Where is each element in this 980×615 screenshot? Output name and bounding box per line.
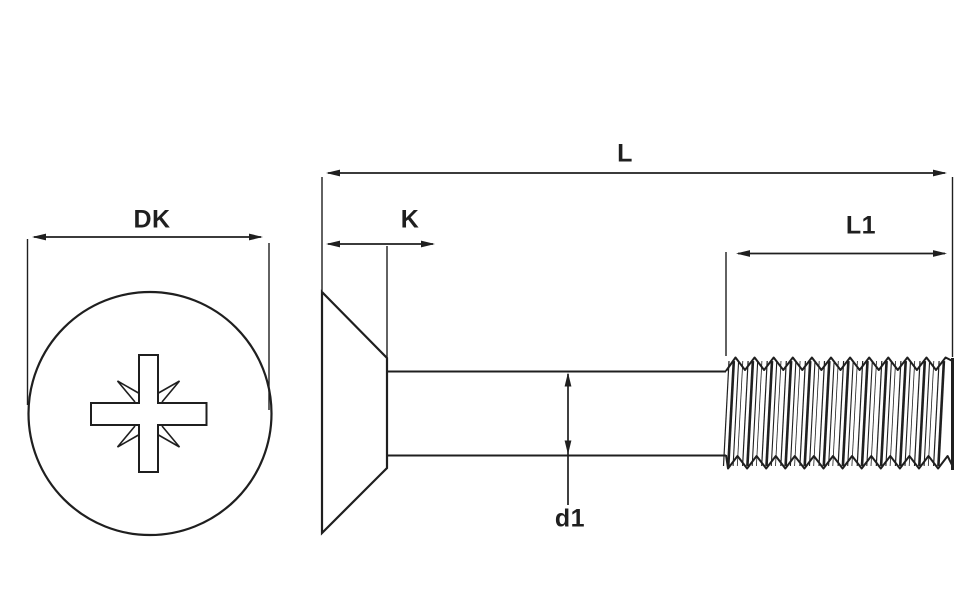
thread-flank-line [808, 360, 816, 467]
thread-flank-line [841, 360, 850, 467]
pozidriv-notch-upper-right [158, 380, 181, 403]
label-head-height-k: K [400, 205, 420, 234]
extension-lines [26, 177, 954, 410]
arrowhead-right [933, 250, 947, 257]
dimension-k [326, 240, 435, 248]
thread-flank-line [894, 360, 902, 467]
label-shank-diameter-d1: d1 [554, 504, 586, 533]
thread-flank-line [828, 360, 835, 467]
thread-flank-line [933, 360, 940, 467]
thread-flank-line [732, 360, 740, 467]
arrowhead-right [249, 233, 263, 241]
thread-flank-line [837, 360, 845, 467]
thread-flank-line [879, 360, 888, 467]
dimension-l [326, 169, 947, 177]
arrowhead-left [736, 250, 750, 257]
thread-flank-line [904, 360, 912, 467]
thread-flank-line [756, 360, 763, 467]
pozidriv-notch-lower-left [116, 425, 139, 448]
arrowhead-right [421, 240, 435, 248]
dimension-dk [32, 233, 263, 241]
thread-flank-line [799, 360, 806, 467]
thread-flank-line [875, 360, 883, 467]
arrowhead-right [933, 169, 947, 177]
thread-flank-line [794, 360, 801, 467]
thread-flank-line [847, 360, 854, 467]
thread-flank-line [789, 360, 797, 467]
countersunk-head-profile [320, 289, 389, 536]
thread-flank-line [870, 360, 877, 467]
head-outline-circle [27, 290, 273, 537]
thread-flank-line [803, 360, 812, 467]
label-thread-length-l1: L1 [845, 211, 877, 240]
thread-flank-line [770, 360, 778, 467]
thread-flank-line [913, 360, 921, 467]
head-front-view [27, 290, 273, 537]
dimension-d1 [564, 372, 572, 505]
thread-flank-line [832, 360, 839, 467]
thread-flank-line [923, 360, 931, 467]
dimension-l1 [736, 250, 947, 257]
thread-flank-line [722, 360, 730, 467]
thread-flank-line [885, 360, 892, 467]
thread-top-crests [725, 356, 953, 372]
pozidriv-notch-lower-right [158, 425, 181, 448]
thread-flank-line [780, 360, 787, 467]
thread-flank-line [742, 360, 749, 467]
thread-flank-line [918, 360, 927, 467]
thread-flank-line [908, 360, 916, 467]
thread-flank-line [765, 360, 774, 467]
thread-flank-line [784, 360, 793, 467]
thread-flank-line [822, 360, 831, 467]
dimension-lines [32, 169, 947, 505]
thread-flank-line [746, 360, 755, 467]
arrowhead-down [564, 440, 572, 455]
thread-flank-line [727, 360, 736, 467]
label-head-diameter-dk: DK [133, 205, 171, 234]
thread-flank-line [898, 360, 907, 467]
screw-side-view [320, 289, 954, 536]
arrowhead-left [326, 169, 340, 177]
thread-flank-line [818, 360, 826, 467]
thread-flank-line [860, 360, 869, 467]
thread-flank-line [813, 360, 820, 467]
thread-flank-line [937, 360, 946, 467]
thread-flank-line [866, 360, 873, 467]
thread-flank-line [851, 360, 858, 467]
thread-flank-line [889, 360, 896, 467]
pozidriv-cross-recess [90, 354, 208, 473]
thread-flank-line [927, 360, 935, 467]
thread-flank-line [856, 360, 864, 467]
pozidriv-notch-upper-left [116, 380, 139, 403]
thread-flank-line [736, 360, 744, 467]
arrowhead-left [32, 233, 46, 241]
thread-flank-line [775, 360, 782, 467]
arrowhead-up [564, 372, 572, 387]
label-total-length-l: L [617, 139, 633, 168]
thread-flank-line [751, 360, 759, 467]
arrowhead-left [326, 240, 340, 248]
thread-flank-line [761, 360, 768, 467]
threaded-section [722, 356, 954, 470]
